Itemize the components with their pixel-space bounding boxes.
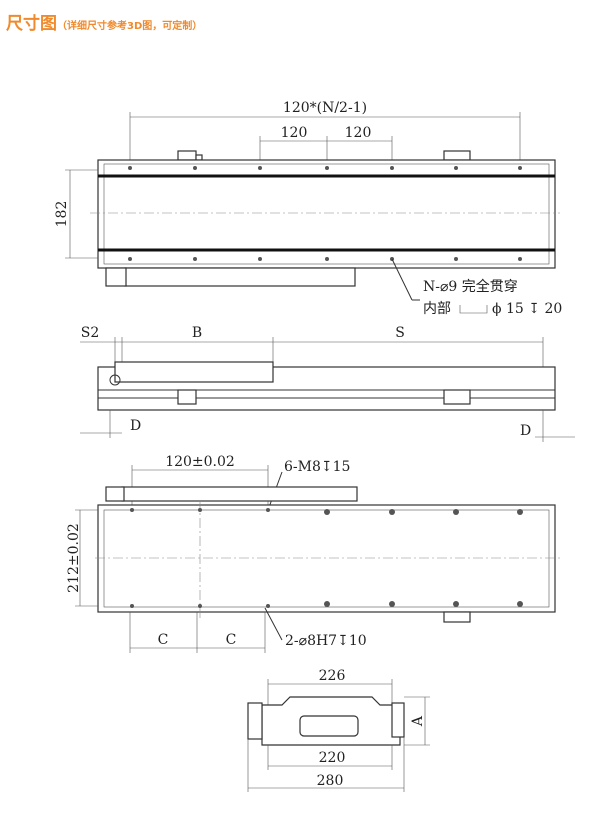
dim-226: 226 (319, 668, 346, 684)
dim-s: S (395, 325, 405, 341)
side-view: S2 B S D D (80, 325, 575, 442)
end-view: 226 A 220 280 (247, 668, 430, 792)
dim-overall-pitch: 120*(N/2-1) (283, 100, 367, 116)
title-main: 尺寸图 (6, 14, 57, 34)
dim-width-212: 212±0.02 (66, 523, 82, 593)
dim-hole-spacing: 120±0.02 (165, 454, 235, 470)
dim-pitch-1: 120 (281, 125, 308, 141)
counterbore-note: ϕ 15 ↧ 20 (492, 301, 562, 317)
counterbore-prefix: 内部 (423, 301, 451, 317)
dim-280: 280 (317, 773, 344, 789)
title-sub: （详细尺寸参考3D图，可定制） (57, 21, 203, 32)
thread-note: 6-M8↧15 (284, 459, 350, 475)
dim-pitch-2: 120 (345, 125, 372, 141)
drawing-title: 尺寸图（详细尺寸参考3D图，可定制） (6, 9, 202, 34)
dim-b: B (192, 325, 202, 341)
dim-c-1: C (158, 632, 169, 648)
top-view: 120*(N/2-1) 120 120 182 N-⌀9 完全贯穿 内部 ϕ 1… (54, 100, 562, 317)
dim-a: A (410, 715, 426, 727)
dim-220: 220 (319, 750, 346, 766)
carriage-view: 120±0.02 6-M8↧15 212±0.02 C C 2-⌀8H7↧10 (66, 454, 560, 653)
dim-s2: S2 (81, 325, 100, 341)
dim-d-right: D (520, 423, 531, 439)
through-hole-note: N-⌀9 完全贯穿 (423, 278, 518, 295)
dim-c-2: C (226, 632, 237, 648)
dim-d-left: D (130, 418, 141, 434)
dim-height-182: 182 (54, 201, 70, 228)
pin-hole-note: 2-⌀8H7↧10 (285, 633, 367, 649)
